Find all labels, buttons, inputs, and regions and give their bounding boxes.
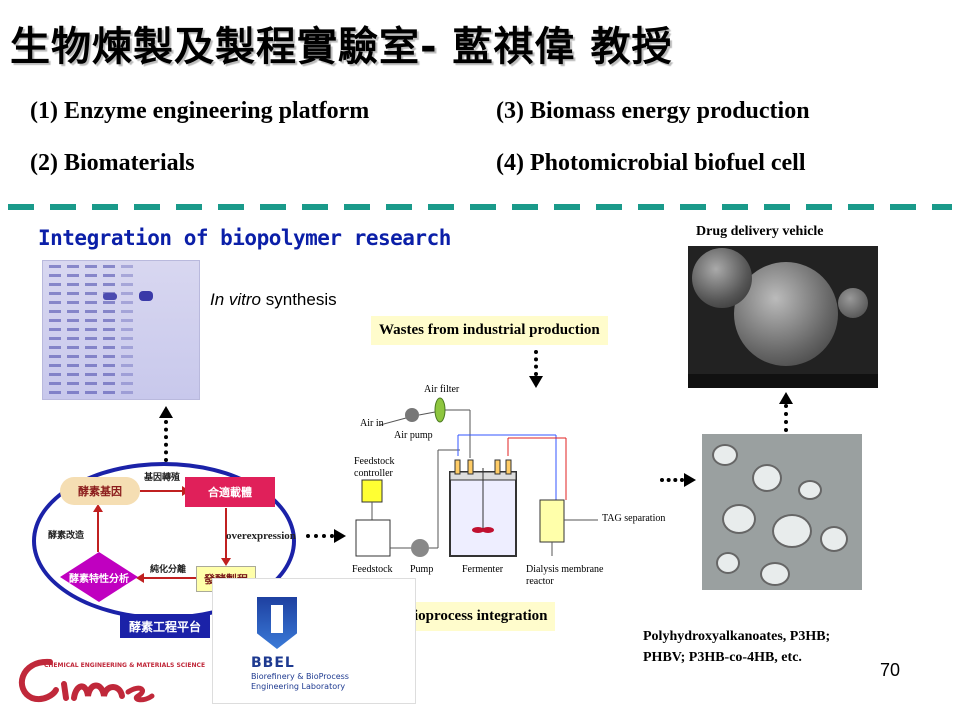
air-pump-label: Air pump bbox=[394, 430, 433, 441]
air-in-label: Air in bbox=[360, 418, 384, 429]
gel-electrophoresis-image bbox=[42, 260, 200, 400]
arrow-head-down-wastes bbox=[529, 376, 543, 388]
drug-delivery-caption: Drug delivery vehicle bbox=[696, 224, 824, 239]
wastes-label: Wastes from industrial production bbox=[371, 316, 608, 345]
overexpression-label: overexpression bbox=[226, 530, 296, 542]
pha-caption-line1: Polyhydroxyalkanoates, P3HB; bbox=[643, 629, 831, 644]
page-title: 生物煉製及製程實驗室- 藍祺偉 教授 bbox=[10, 24, 673, 70]
pump-label: Pump bbox=[410, 564, 434, 575]
page-number: 70 bbox=[880, 660, 901, 680]
feedstock-label: Feedstock bbox=[352, 564, 393, 575]
schematic-drawing bbox=[355, 397, 598, 557]
host-vector-node: 合適載體 bbox=[185, 477, 275, 507]
bbel-shield-inner bbox=[271, 605, 283, 633]
bbel-subtitle-line1: Biorefinery & BioProcess bbox=[251, 672, 349, 681]
tag-separation-label: TAG separation bbox=[602, 513, 666, 524]
dashed-divider bbox=[8, 204, 952, 210]
arrow-wastes-down bbox=[534, 350, 538, 376]
bbel-logo: BBEL Biorefinery & BioProcess Engineerin… bbox=[212, 578, 416, 704]
bbel-name: BBEL bbox=[251, 655, 295, 671]
in-vitro-rest: synthesis bbox=[261, 290, 337, 309]
bbel-subtitle-line2: Engineering Laboratory bbox=[251, 682, 346, 691]
section-heading: Integration of biopolymer research bbox=[38, 226, 451, 250]
pha-caption-line2: PHBV; P3HB-co-4HB, etc. bbox=[643, 650, 802, 665]
arrow-head-right-micrograph bbox=[684, 473, 696, 487]
pha-caption: Polyhydroxyalkanoates, P3HB; PHBV; P3HB-… bbox=[643, 626, 830, 668]
dialysis-label: Dialysis membrane reactor bbox=[526, 564, 604, 587]
pha-granule-micrograph bbox=[702, 434, 862, 610]
sem-microsphere-image bbox=[688, 246, 878, 388]
in-vitro-italic: In vitro bbox=[210, 290, 262, 309]
fermenter-label: Fermenter bbox=[462, 564, 504, 575]
arrow-head-up-sem bbox=[779, 392, 793, 404]
arrow-head-right-bioprocess bbox=[334, 529, 346, 543]
modification-label: 酵素改造 bbox=[48, 531, 85, 541]
gene-transfer-label: 基因轉殖 bbox=[144, 473, 181, 483]
topic-enzyme: (1) Enzyme engineering platform bbox=[30, 98, 370, 124]
purification-label: 純化分離 bbox=[150, 565, 187, 575]
arrow-micrograph-to-sem bbox=[784, 404, 788, 432]
air-filter-label: Air filter bbox=[424, 384, 460, 395]
topic-photomicrobial: (4) Photomicrobial biofuel cell bbox=[496, 150, 806, 176]
arrow-head-up-gel bbox=[159, 406, 173, 418]
cme-logo bbox=[19, 658, 155, 703]
arrow-to-micrograph bbox=[660, 478, 684, 482]
feedstock-controller-label: Feedstock controller bbox=[354, 456, 395, 479]
arrow-cycle-to-gel bbox=[164, 420, 168, 462]
enzyme-platform-label: 酵素工程平台 bbox=[120, 614, 210, 638]
bioprocess-schematic: Air filter Air in Air pump Feedstock con… bbox=[340, 380, 680, 590]
arrow-cycle-to-bioprocess bbox=[306, 534, 334, 538]
cme-tagline: CHEMICAL ENGINEERING & MATERIALS SCIENCE bbox=[44, 662, 206, 669]
enzyme-gene-node: 酵素基因 bbox=[60, 477, 140, 505]
in-vitro-synthesis-label: In vitro synthesis bbox=[210, 290, 337, 310]
topic-biomaterials: (2) Biomaterials bbox=[30, 150, 195, 176]
bbel-subtitle: Biorefinery & BioProcess Engineering Lab… bbox=[251, 672, 349, 692]
bioprocess-integration-label: Bioprocess integration bbox=[396, 602, 556, 631]
topic-biomass: (3) Biomass energy production bbox=[496, 98, 810, 124]
